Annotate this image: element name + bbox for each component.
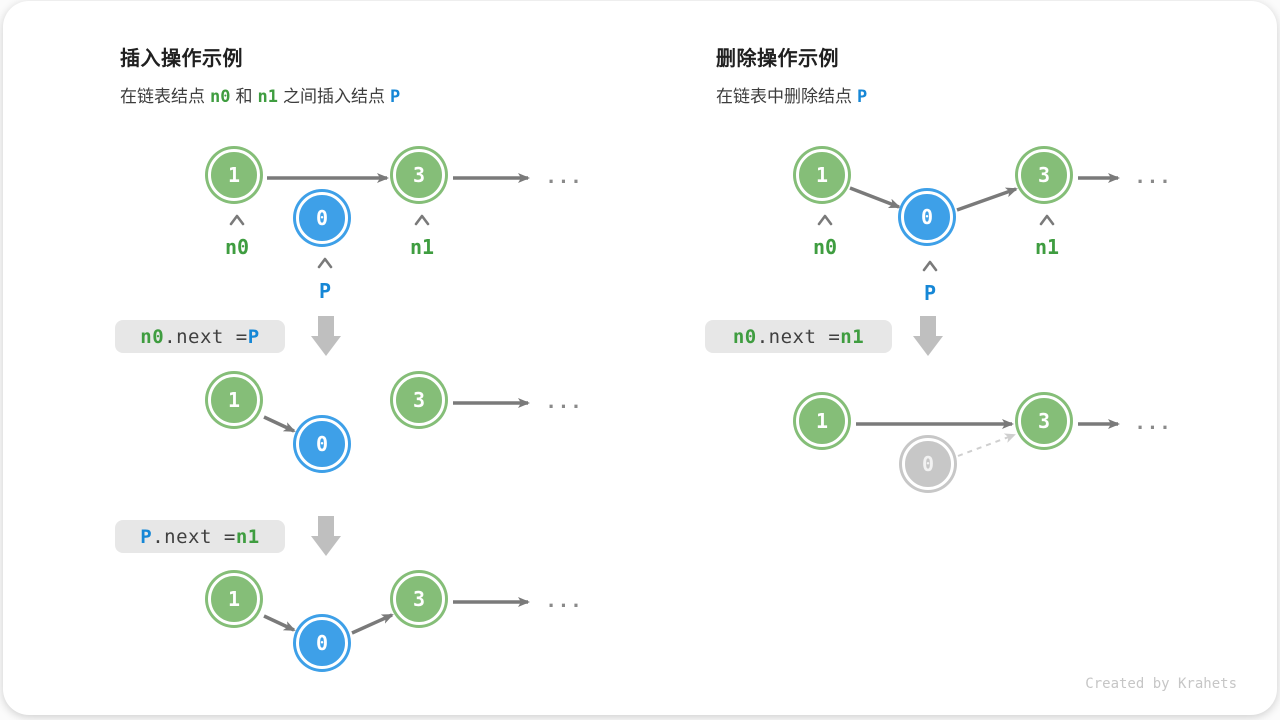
node-1: 1 [208,573,260,625]
subtitle-text: 和 [235,87,253,106]
p-token: P [857,87,868,107]
node-1: 1 [208,149,260,201]
code-mid: .next = [152,525,236,548]
code-rhs: n1 [840,325,865,348]
delete-subtitle: 在链表中删除结点 P [716,82,872,107]
insert-step1-carets [229,214,430,269]
code-n0-next-n1: n0.next = n1 [705,320,892,353]
subtitle-text: 在链表中删除结点 [716,87,852,106]
label-n1: n1 [409,235,435,259]
node-p: 0 [296,617,348,669]
n0-token: n0 [210,87,231,107]
delete-step1-carets [817,214,1055,272]
node-3: 3 [393,374,445,426]
node-1: 1 [796,149,848,201]
caret-up-icon [229,214,245,226]
caret-up-icon [414,214,430,226]
code-mid: .next = [756,325,841,348]
p-token: P [389,87,401,107]
subtitle-text: 在链表结点 [120,87,205,106]
node-p-removed: 0 [902,438,954,490]
node-3: 3 [1018,149,1070,201]
label-p: P [318,279,332,303]
dashed-arrow [957,433,1016,457]
node-1: 1 [208,374,260,426]
ellipsis: ... [545,590,583,612]
insert-step2-arrows [263,398,530,433]
ellipsis: ... [1134,412,1172,434]
code-mid: .next = [164,325,248,348]
ellipsis: ... [1134,166,1172,188]
insert-step3-arrows [263,597,530,635]
caret-up-icon [1039,214,1055,226]
node-3: 3 [393,149,445,201]
credit-text: Created by Krahets [1085,676,1237,692]
node-p: 0 [901,191,953,243]
code-lhs: n0 [732,325,757,348]
down-arrow-icon [311,516,341,556]
caret-up-icon [922,260,938,272]
n1-token: n1 [257,87,278,107]
caret-up-icon [817,214,833,226]
label-n0: n0 [812,235,838,259]
down-arrow-icon [311,316,341,356]
node-1: 1 [796,395,848,447]
label-p: P [923,281,937,305]
code-rhs: P [247,325,260,348]
node-3: 3 [1018,395,1070,447]
code-lhs: P [140,525,153,548]
delete-title: 删除操作示例 [716,48,839,70]
delete-step1-arrows [849,173,1120,212]
ellipsis: ... [545,391,583,413]
code-rhs: n1 [235,525,260,548]
caret-up-icon [317,257,333,269]
code-lhs: n0 [140,325,165,348]
label-n0: n0 [224,235,250,259]
insert-title: 插入操作示例 [120,48,243,70]
down-arrow-icon [913,316,943,356]
node-3: 3 [393,573,445,625]
ellipsis: ... [545,166,583,188]
subtitle-text: 之间插入结点 [282,87,385,106]
code-n0-next-p: n0.next = P [115,320,285,353]
node-p: 0 [296,192,348,244]
label-n1: n1 [1034,235,1060,259]
code-p-next-n1: P.next = n1 [115,520,285,553]
node-p: 0 [296,418,348,470]
